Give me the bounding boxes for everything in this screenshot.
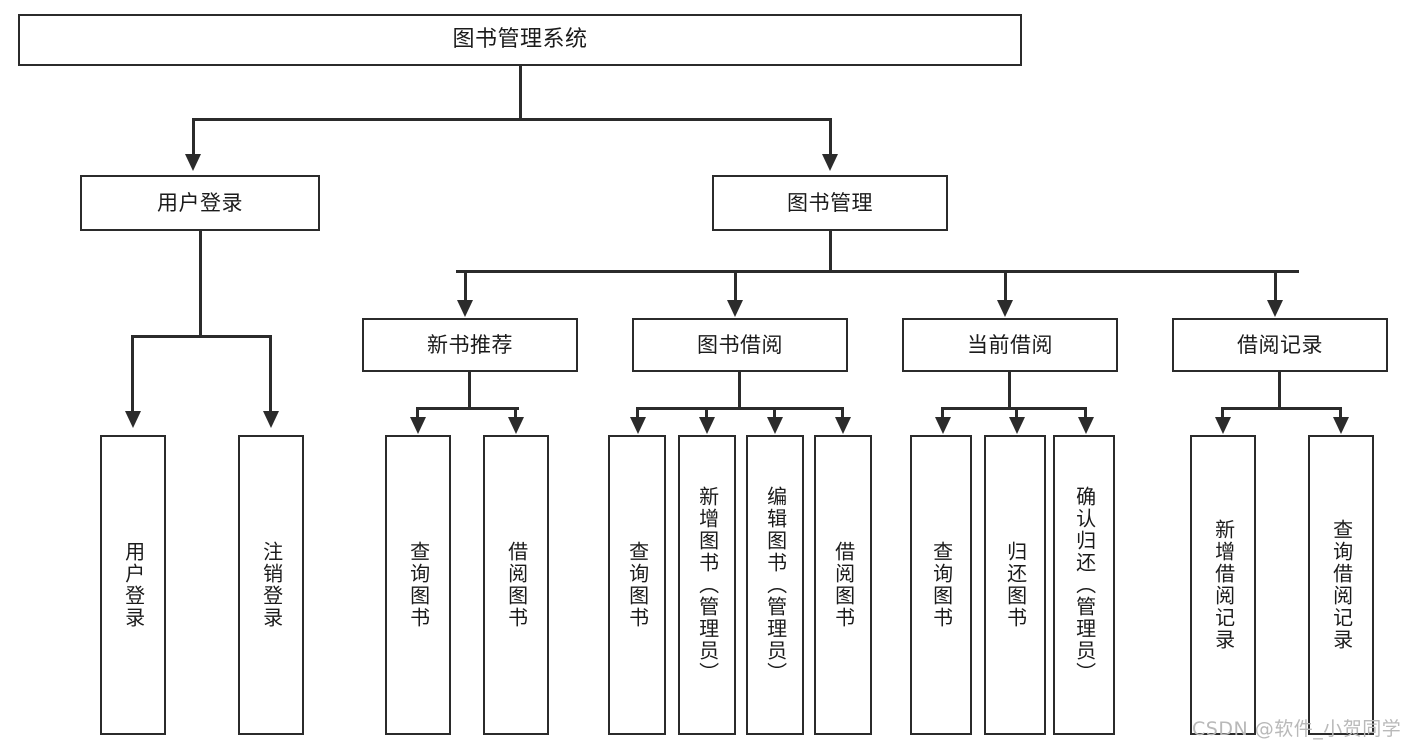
leaf-add-record[interactable]: 新增借阅记录 — [1190, 435, 1256, 735]
leaf-label: 新增借阅记录 — [1211, 519, 1236, 651]
edge-drop-add-record — [1221, 407, 1224, 419]
leaf-add-book[interactable]: 新增图书（管理员） — [678, 435, 736, 735]
edge-drop-query-book-1 — [416, 407, 419, 419]
node-book-borrow[interactable]: 图书借阅 — [632, 318, 848, 372]
node-user-login[interactable]: 用户登录 — [80, 175, 320, 231]
leaf-label: 查询借阅记录 — [1329, 519, 1354, 651]
leaf-query-book-3[interactable]: 查询图书 — [910, 435, 972, 735]
leaf-return-book[interactable]: 归还图书 — [984, 435, 1046, 735]
arrowhead-borrow-book-2 — [835, 417, 851, 434]
arrowhead-return-book — [1009, 417, 1025, 434]
leaf-label: 确认归还（管理员） — [1072, 486, 1097, 684]
leaf-query-book-2[interactable]: 查询图书 — [608, 435, 666, 735]
edge-drop-query-record — [1339, 407, 1342, 419]
edge-drop-query-book-3 — [941, 407, 944, 419]
leaf-edit-book[interactable]: 编辑图书（管理员） — [746, 435, 804, 735]
leaf-logout[interactable]: 注销登录 — [238, 435, 304, 735]
node-current-borrow[interactable]: 当前借阅 — [902, 318, 1118, 372]
leaf-label: 用户登录 — [121, 541, 146, 629]
edge-drop-current-borrow — [1004, 270, 1007, 302]
edge-drop-confirm-return — [1084, 407, 1087, 419]
arrowhead-borrow-book-1 — [508, 417, 524, 434]
edge-drop-borrow-book-1 — [514, 407, 517, 419]
edge-current-borrow-bus — [941, 407, 1084, 410]
edge-user-login-bus — [133, 335, 272, 338]
edge-book-borrow-stem — [738, 372, 741, 410]
leaf-label: 注销登录 — [259, 541, 284, 629]
edge-drop-leaf-user-login — [131, 335, 134, 413]
arrowhead-query-book-1 — [410, 417, 426, 434]
edge-level2-bus — [192, 118, 832, 121]
arrowhead-borrow-record — [1267, 300, 1283, 317]
arrowhead-current-borrow — [997, 300, 1013, 317]
arrowhead-user-login — [185, 154, 201, 171]
arrowhead-leaf-user-login — [125, 411, 141, 428]
edge-current-borrow-stem — [1008, 372, 1011, 410]
node-borrow-record[interactable]: 借阅记录 — [1172, 318, 1388, 372]
arrowhead-query-record — [1333, 417, 1349, 434]
arrowhead-new-book-rec — [457, 300, 473, 317]
edge-new-book-rec-bus — [416, 407, 519, 410]
edge-new-book-rec-stem — [468, 372, 471, 410]
arrowhead-book-borrow — [727, 300, 743, 317]
leaf-user-login[interactable]: 用户登录 — [100, 435, 166, 735]
leaf-query-book-1[interactable]: 查询图书 — [385, 435, 451, 735]
arrowhead-query-book-2 — [630, 417, 646, 434]
edge-borrow-record-bus — [1223, 407, 1341, 410]
edge-level3-bus — [456, 270, 1299, 273]
edge-drop-return-book — [1015, 407, 1018, 419]
leaf-label: 归还图书 — [1003, 541, 1028, 629]
arrowhead-add-book — [699, 417, 715, 434]
leaf-borrow-book-2[interactable]: 借阅图书 — [814, 435, 872, 735]
edge-drop-leaf-logout — [269, 335, 272, 413]
edge-book-manage-stem — [829, 231, 832, 272]
leaf-label: 查询图书 — [929, 541, 954, 629]
arrowhead-query-book-3 — [935, 417, 951, 434]
edge-drop-edit-book — [773, 407, 776, 419]
leaf-label: 查询图书 — [406, 541, 431, 629]
edge-drop-new-book-rec — [464, 270, 467, 302]
edge-drop-book-borrow — [734, 270, 737, 302]
edge-drop-borrow-book-2 — [841, 407, 844, 419]
edge-borrow-record-stem — [1278, 372, 1281, 410]
node-new-book-recommend[interactable]: 新书推荐 — [362, 318, 578, 372]
leaf-label: 查询图书 — [625, 541, 650, 629]
edge-drop-query-book-2 — [636, 407, 639, 419]
leaf-label: 新增图书（管理员） — [695, 486, 720, 684]
leaf-query-record[interactable]: 查询借阅记录 — [1308, 435, 1374, 735]
arrowhead-edit-book — [767, 417, 783, 434]
node-root-system[interactable]: 图书管理系统 — [18, 14, 1022, 66]
arrowhead-confirm-return — [1078, 417, 1094, 434]
edge-drop-user-login — [192, 118, 195, 156]
edge-drop-borrow-record — [1274, 270, 1277, 302]
arrowhead-book-manage — [822, 154, 838, 171]
edge-book-borrow-bus — [636, 407, 844, 410]
arrowhead-leaf-logout — [263, 411, 279, 428]
leaf-label: 编辑图书（管理员） — [763, 486, 788, 684]
arrowhead-add-record — [1215, 417, 1231, 434]
edge-root-stem — [519, 66, 522, 120]
edge-drop-book-manage — [829, 118, 832, 156]
leaf-label: 借阅图书 — [831, 541, 856, 629]
leaf-label: 借阅图书 — [504, 541, 529, 629]
edge-drop-add-book — [705, 407, 708, 419]
leaf-confirm-return[interactable]: 确认归还（管理员） — [1053, 435, 1115, 735]
edge-user-login-stem — [199, 231, 202, 337]
node-book-manage[interactable]: 图书管理 — [712, 175, 948, 231]
leaf-borrow-book-1[interactable]: 借阅图书 — [483, 435, 549, 735]
